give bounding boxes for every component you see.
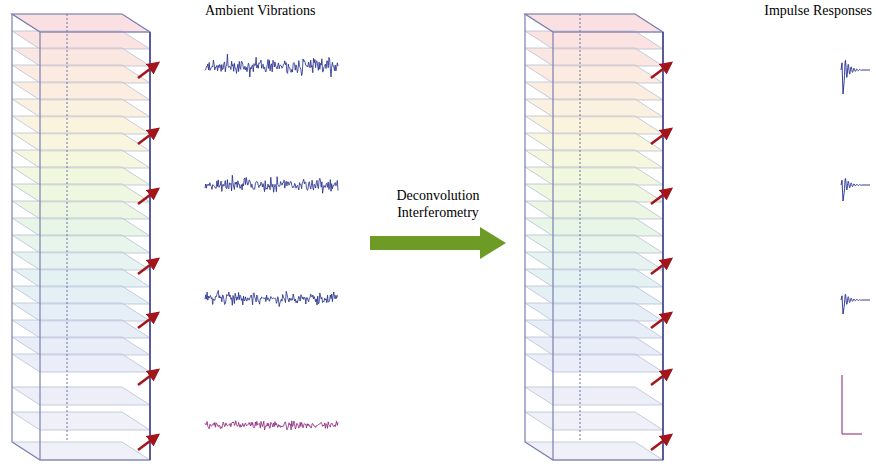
signal-traces [205, 54, 870, 434]
figure-label: Ambient Vibrations [205, 3, 316, 20]
building-ambient [12, 14, 158, 460]
figure-label: Deconvolution Interferometry [380, 188, 496, 222]
building-impulse [525, 14, 671, 460]
process-arrow [370, 227, 506, 259]
figure-label: Impulse Responses [764, 3, 872, 20]
